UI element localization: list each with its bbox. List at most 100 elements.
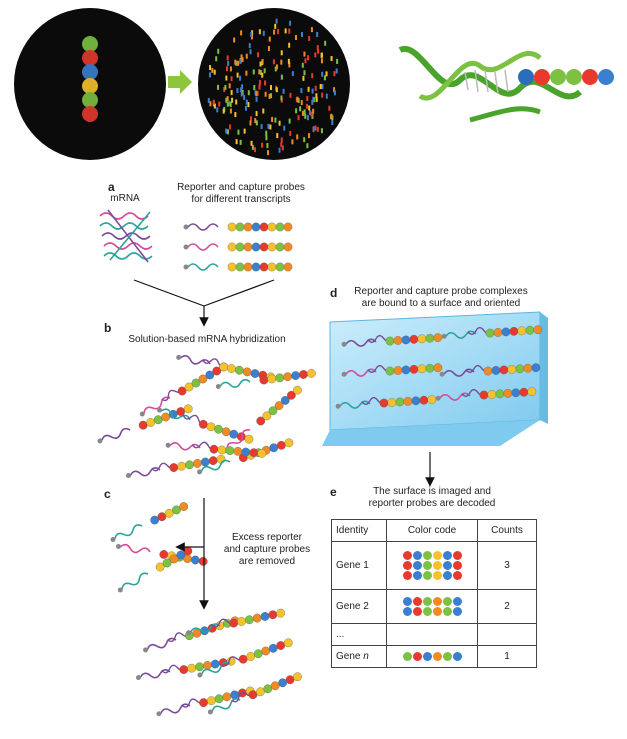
barcode-speck	[311, 73, 314, 79]
removal-label-1: Excess reporter	[231, 532, 303, 543]
barcode-speck	[316, 126, 319, 132]
barcode-speck	[305, 103, 308, 109]
barcode-speck	[237, 60, 240, 66]
barcode-speck	[335, 68, 338, 74]
barcode-speck	[250, 32, 253, 38]
barcode-speck	[255, 91, 258, 97]
barcode-speck	[234, 59, 237, 65]
barcode-speck	[311, 99, 314, 105]
barcode-speck	[325, 93, 328, 99]
barcode-speck	[308, 35, 311, 41]
barcode-speck	[330, 113, 333, 119]
barcode-speck	[251, 144, 254, 150]
barcode-speck	[213, 103, 216, 109]
barcode-speck	[241, 84, 244, 90]
barcode-speck	[218, 101, 221, 107]
barcode-speck	[255, 111, 258, 117]
barcode-speck	[280, 95, 283, 101]
barcode-speck	[237, 129, 240, 135]
probe-barcode	[115, 543, 208, 566]
barcode-speck	[278, 147, 281, 153]
barcode-speck	[297, 115, 300, 121]
removal-label-2: and capture probes	[223, 544, 311, 555]
barcode-speck	[236, 72, 239, 78]
green-arrow-icon	[168, 70, 192, 94]
barcode-speck	[224, 85, 227, 91]
table-row: ...	[331, 623, 537, 646]
gene-identity-italic: n	[363, 651, 369, 662]
barcode-speck	[267, 46, 270, 52]
barcode-speck	[259, 61, 262, 67]
barcode-speck	[256, 90, 259, 96]
barcode-speck	[287, 58, 290, 64]
barcode-speck	[259, 69, 262, 75]
barcode-speck	[249, 120, 252, 126]
barcode-speck	[278, 120, 281, 126]
barcode-speck	[317, 48, 320, 54]
barcode-speck	[245, 99, 248, 105]
barcode-speck	[314, 125, 317, 131]
gene-count: 3	[477, 541, 537, 590]
barcode-speck	[270, 93, 273, 99]
barcode-speck	[301, 110, 304, 116]
probe-barcode	[207, 672, 302, 715]
probe-barcode	[439, 363, 541, 377]
barcode-speck	[303, 51, 306, 57]
gene-count	[477, 623, 537, 646]
decode-label-2: reporter probes are decoded	[368, 498, 496, 509]
barcode-speck	[233, 37, 236, 43]
barcode-speck	[229, 124, 232, 130]
probe-barcode	[341, 333, 443, 347]
mrna-tangle	[99, 209, 153, 263]
barcode-speck	[264, 91, 267, 97]
barcode-speck	[225, 97, 228, 103]
barcode-speck	[324, 40, 327, 46]
barcode-speck	[314, 85, 317, 91]
barcode-speck	[330, 56, 333, 62]
barcode-speck	[280, 137, 283, 143]
barcode-speck	[280, 50, 283, 56]
gene-identity: Gene 1	[331, 541, 387, 590]
barcode-speck	[261, 72, 264, 78]
removal-arrows	[175, 498, 209, 610]
barcode-speck	[226, 96, 229, 102]
probe-barcode	[110, 502, 189, 543]
barcode-speck	[300, 88, 303, 94]
barcode-speck	[261, 142, 264, 148]
barcode-speck	[239, 59, 242, 65]
decode-table: Identity Color code Counts Gene 1 3 Gene…	[331, 519, 537, 668]
barcode-speck	[264, 80, 267, 86]
barcode-speck	[289, 20, 292, 26]
barcode-speck	[310, 111, 313, 117]
barcode-speck	[288, 28, 291, 34]
barcode-speck	[306, 96, 309, 102]
header-identity: Identity	[331, 519, 387, 542]
barcode-speck	[319, 84, 322, 90]
barcode-speck	[291, 71, 294, 77]
barcode-speck	[301, 62, 304, 68]
barcode-speck	[268, 36, 271, 42]
barcode-speck	[258, 84, 261, 90]
panel-e-letter: e	[330, 485, 337, 499]
barcode-speck	[304, 58, 307, 64]
barcode-speck	[255, 96, 258, 102]
barcode-dots	[402, 597, 462, 616]
barcode-speck	[333, 71, 336, 77]
barcode-speck	[211, 67, 214, 73]
probe-barcode	[183, 222, 293, 232]
barcode-speck	[328, 105, 331, 111]
barcode-speck	[248, 43, 251, 49]
barcode-speck	[245, 105, 248, 111]
barcode-speck	[331, 120, 334, 126]
barcode-speck	[271, 116, 274, 122]
barcode-speck	[315, 93, 318, 99]
barcode-speck	[312, 108, 315, 114]
barcode-speck	[276, 133, 279, 139]
barcode-speck	[333, 87, 336, 93]
barcode-speck	[239, 75, 242, 81]
hybridization-label: Solution-based mRNA hybridization	[128, 334, 286, 345]
barcode-speck	[325, 71, 328, 77]
panel-d-letter: d	[330, 286, 338, 300]
probe-barcode	[222, 385, 302, 454]
